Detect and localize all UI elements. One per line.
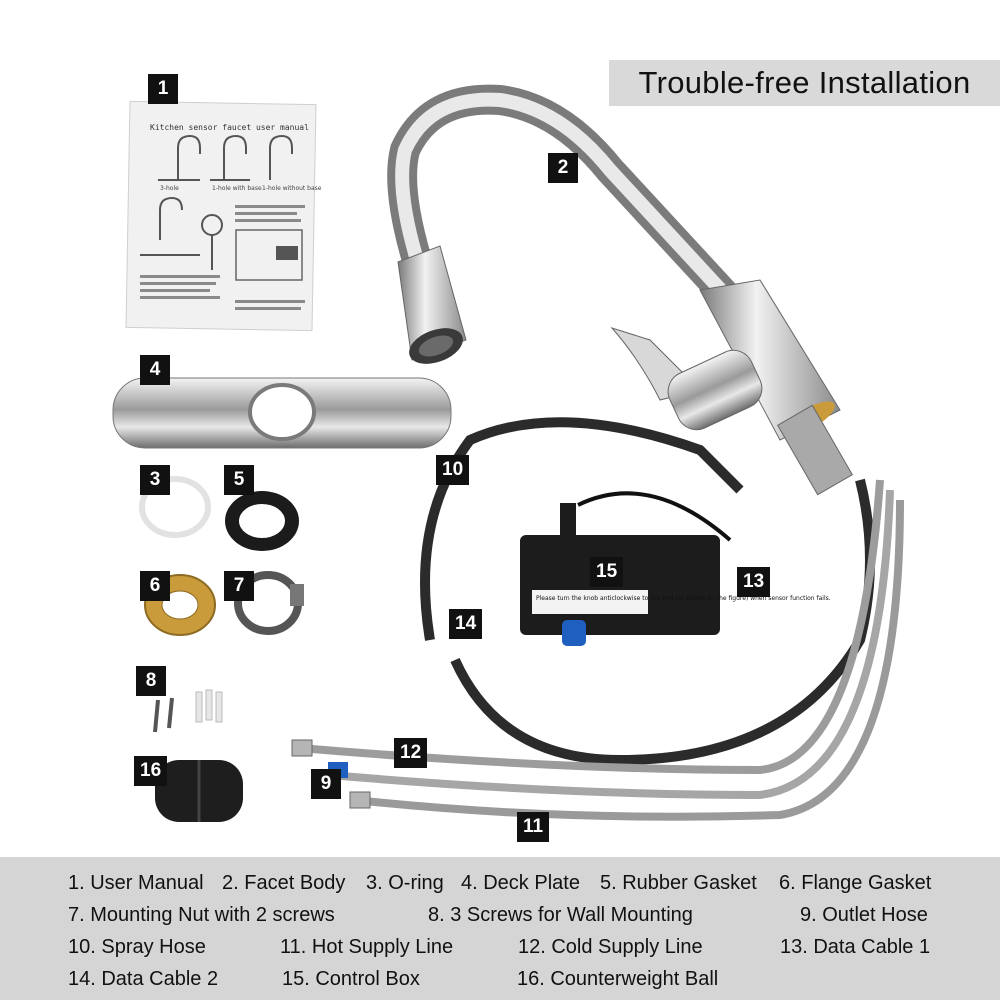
manual-variant-2: 1-hole with base [212,185,262,192]
legend-item-7: 7. Mounting Nut with 2 screws [68,904,335,926]
legend-item-8: 8. 3 Screws for Wall Mounting [428,904,693,926]
part-number-8: 8 [136,666,166,696]
part-number-4: 4 [140,355,170,385]
part-number-14: 14 [449,609,483,639]
legend-item-5: 5. Rubber Gasket [600,872,757,894]
legend-item-15: 15. Control Box [282,968,420,990]
legend-item-12: 12. Cold Supply Line [518,936,703,958]
faucet-body [387,84,854,496]
o-ring [139,476,211,538]
legend-item-14: 14. Data Cable 2 [68,968,219,990]
rubber-gasket [225,491,299,551]
legend-item-2: 2. Facet Body [222,872,346,894]
part-number-12: 12 [394,738,428,768]
part-number-11: 11 [517,812,550,842]
part-number-7: 7 [224,571,254,601]
legend-item-16: 16. Counterweight Ball [517,968,719,990]
legend-item-11: 11. Hot Supply Line [280,936,454,958]
legend-item-6: 6. Flange Gasket [779,872,932,894]
part-number-1: 1 [148,74,178,104]
control-box-label: Please turn the knob anticlockwise to th… [536,595,831,602]
manual-variant-1: 3-hole [160,185,179,192]
manual-variant-3: 1-hole without base [262,185,322,192]
spray-hose [420,417,744,641]
part-number-16: 16 [134,756,168,786]
manual-title: Kitchen sensor faucet user manual [150,123,309,132]
control-box: Please turn the knob anticlockwise to th… [520,491,831,646]
parts-illustration: Kitchen sensor faucet user manual 3-hole… [112,84,904,822]
wall-screws [153,689,223,733]
headline-banner: Trouble-free Installation [609,60,1000,106]
counterweight-ball [155,760,243,822]
part-number-15: 15 [590,557,624,587]
legend-item-10: 10. Spray Hose [68,936,206,958]
part-number-3: 3 [140,465,170,495]
user-manual: Kitchen sensor faucet user manual 3-hole… [125,100,322,332]
supply-lines [291,479,904,821]
legend-item-3: 3. O-ring [366,872,444,894]
parts-legend: 1. User Manual 2. Facet Body 3. O-ring 4… [0,857,1000,1000]
part-number-6: 6 [140,571,170,601]
part-number-5: 5 [224,465,254,495]
legend-item-9: 9. Outlet Hose [800,904,928,926]
part-number-9: 9 [311,769,341,799]
mounting-nut [234,571,304,635]
part-number-10: 10 [436,455,470,485]
deck-plate [112,377,452,449]
legend-item-13: 13. Data Cable 1 [780,936,931,958]
part-number-13: 13 [737,567,771,597]
legend-item-4: 4. Deck Plate [461,872,580,894]
part-number-2: 2 [548,153,578,183]
legend-item-1: 1. User Manual [68,872,204,894]
